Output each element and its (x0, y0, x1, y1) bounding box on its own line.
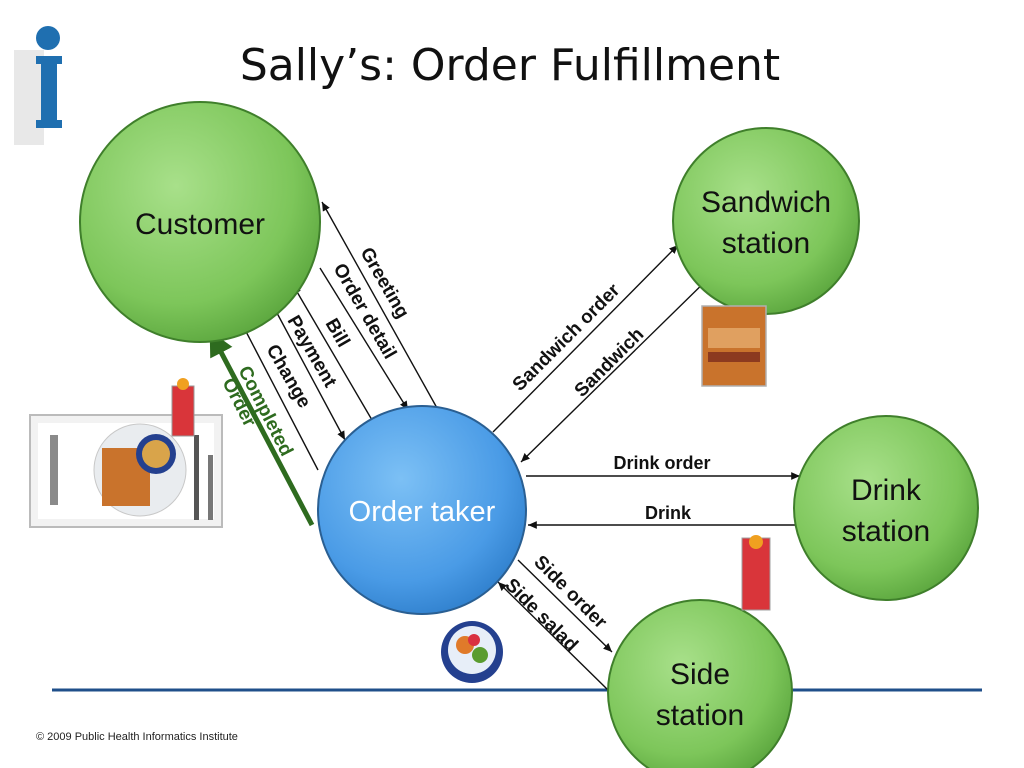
slide-title: Sally’s: Order Fulfillment (239, 40, 781, 91)
drink-station-node: Drink station (793, 415, 979, 601)
order-taker-label: Order taker (349, 496, 496, 528)
completed-order-arrow (209, 330, 315, 527)
place-setting-icon (29, 414, 223, 528)
sandwich-order-arrow (492, 244, 679, 433)
bill-arrow (292, 284, 373, 421)
order-taker-node: Order taker (317, 405, 527, 615)
bill-label: Bill (321, 315, 354, 351)
side-station-label-2: station (656, 699, 744, 732)
info-i-icon (14, 26, 62, 145)
side-station-label-1: Side (670, 658, 730, 691)
drink-station-label-2: station (842, 515, 930, 548)
sandwich-icon (701, 305, 767, 387)
sandwich-station-node: Sandwich station (672, 127, 860, 315)
drink-order-label: Drink order (613, 453, 710, 473)
drink-glass-icon-2 (741, 535, 771, 611)
side-salad-arrow (497, 581, 609, 691)
customer-label: Customer (135, 208, 265, 241)
payment-arrow (269, 299, 346, 441)
customer-node: Customer (79, 101, 321, 343)
sandwich-station-label-2: station (722, 227, 810, 260)
salad-bowl-icon (441, 621, 503, 683)
drink-glass-icon (171, 378, 195, 437)
sandwich-station-label-1: Sandwich (701, 186, 831, 219)
order-detail-arrow (319, 267, 409, 411)
change-arrow (239, 319, 319, 471)
footer-copyright: © 2009 Public Health Informatics Institu… (36, 731, 238, 743)
greeting-arrow (321, 201, 438, 409)
sandwich-arrow (520, 269, 718, 463)
side-order-arrow (517, 559, 613, 653)
drink-label: Drink (645, 503, 692, 523)
side-station-node: Side station (607, 599, 793, 768)
drink-station-label-1: Drink (851, 474, 922, 507)
